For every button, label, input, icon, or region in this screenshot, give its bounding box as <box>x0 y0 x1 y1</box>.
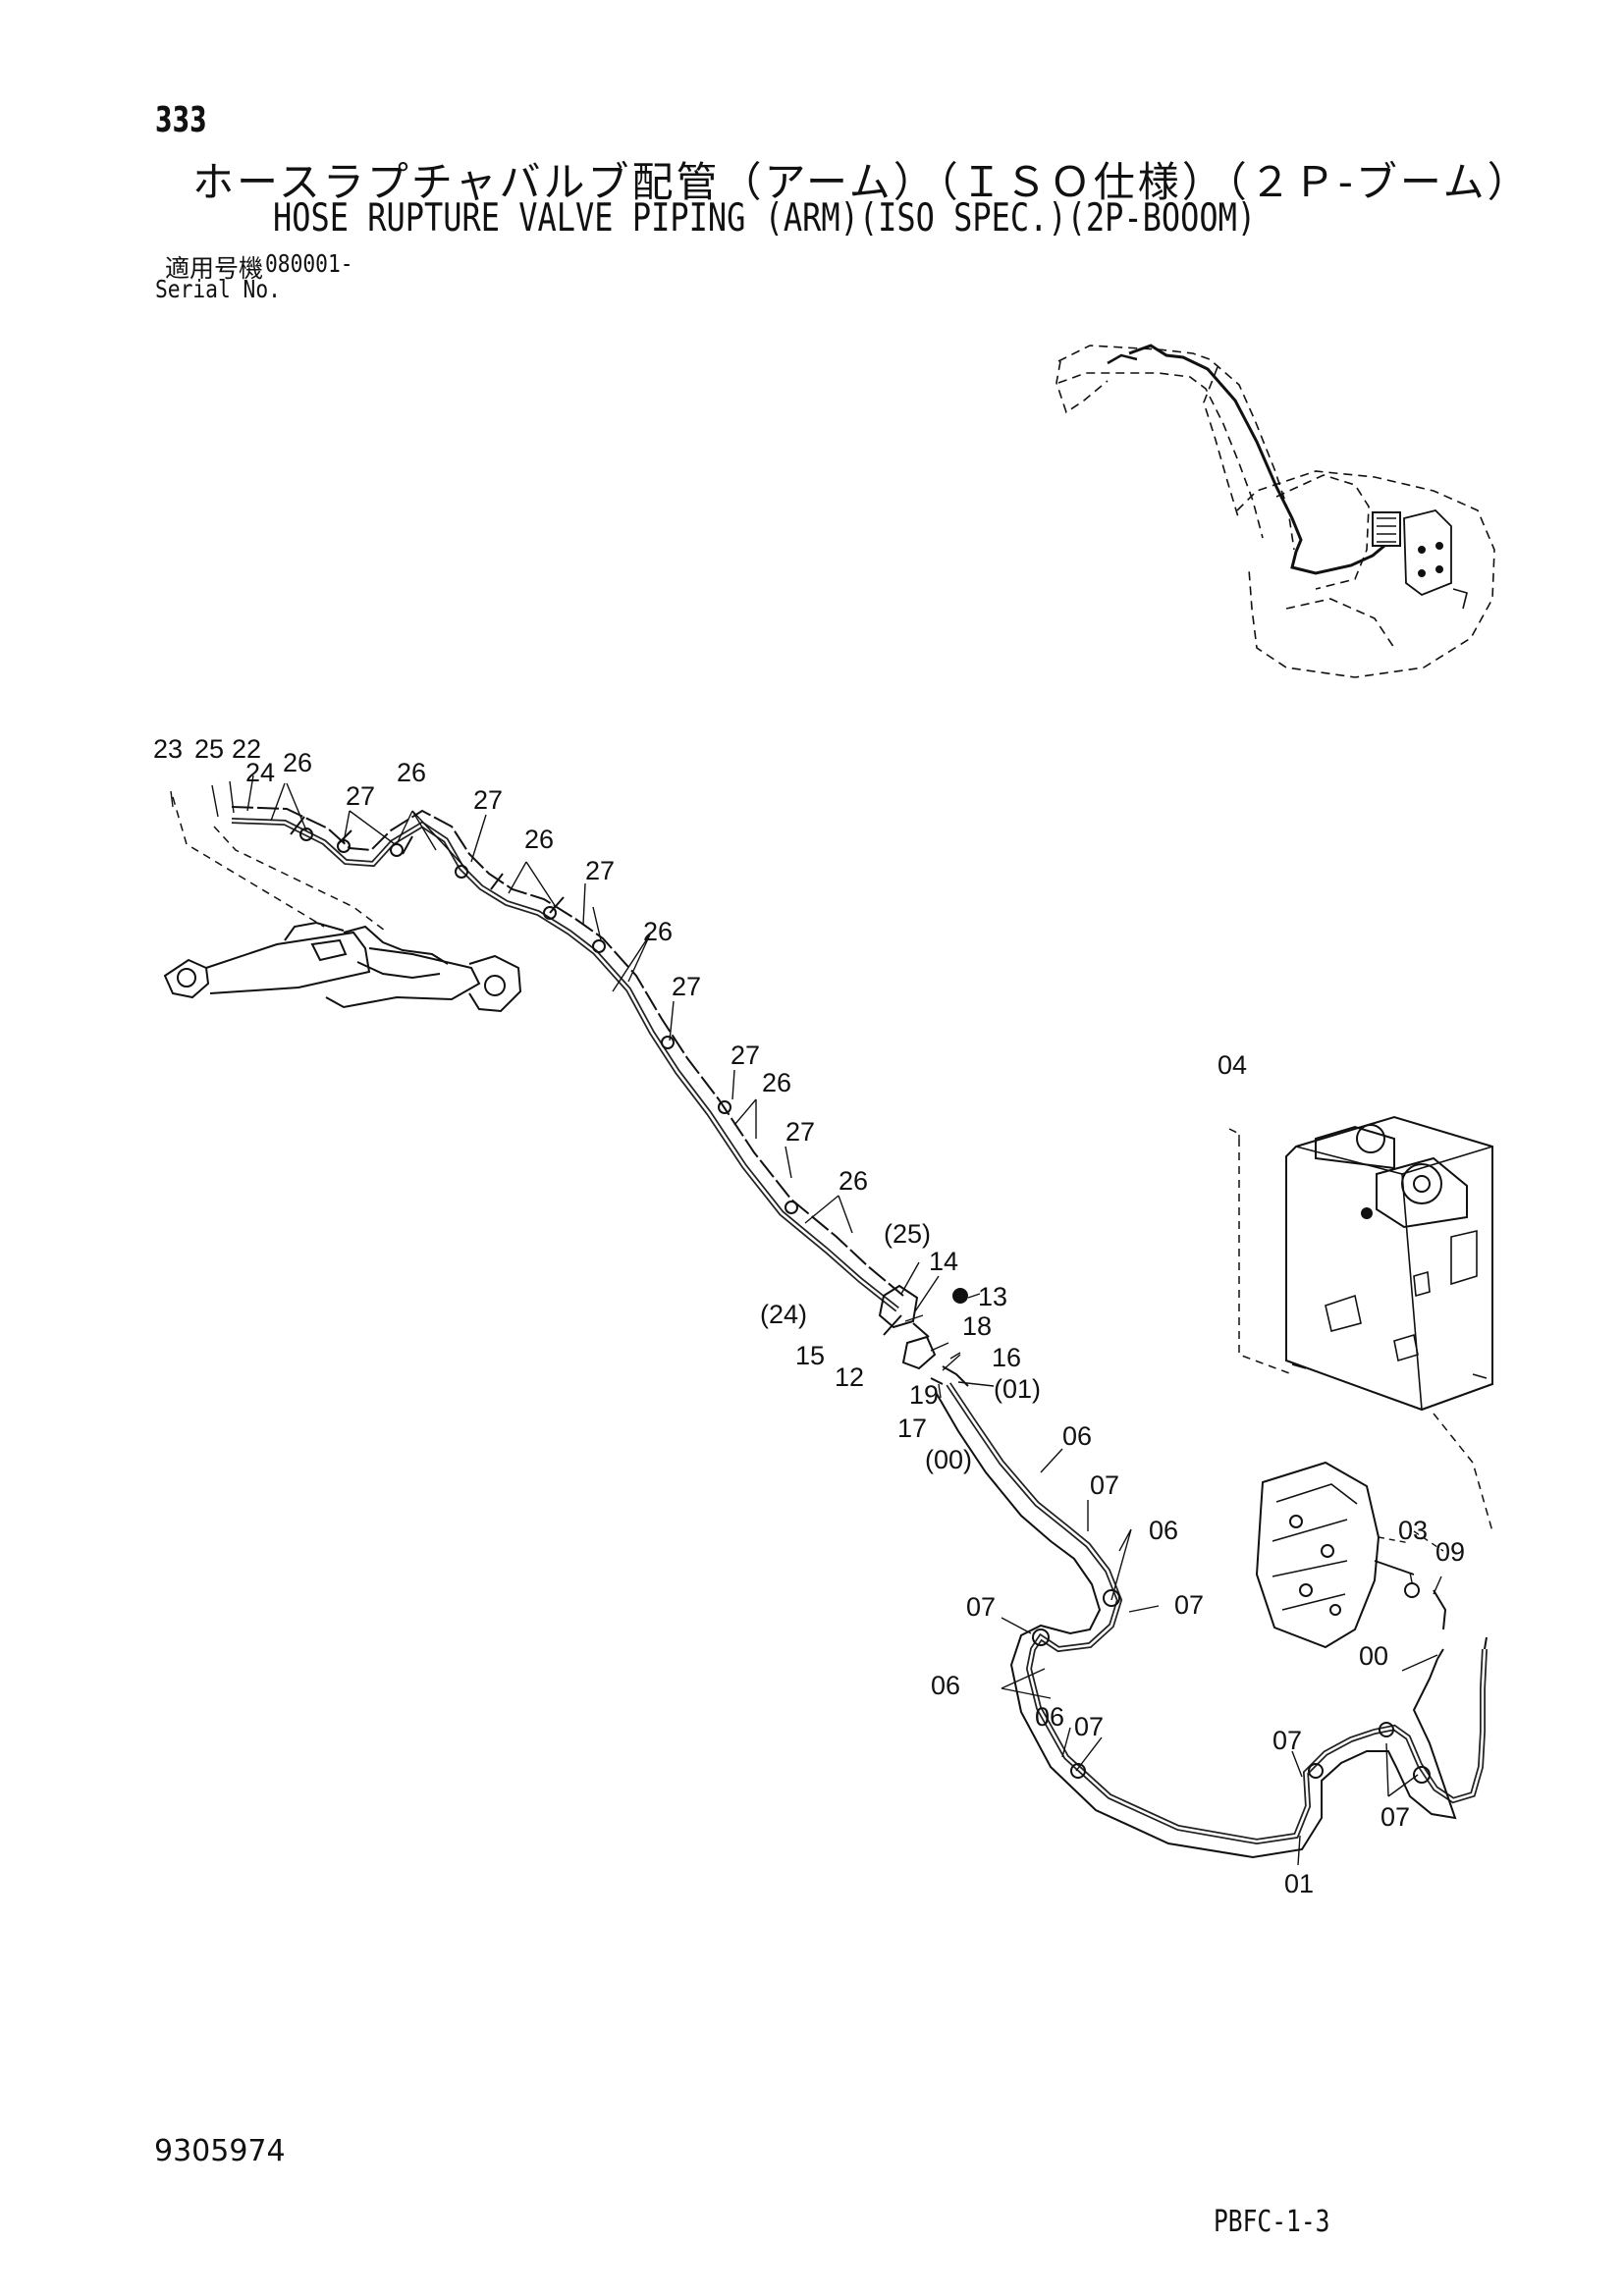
callout-label: 27 <box>731 1041 760 1070</box>
lower-hose-run <box>936 1382 1488 1859</box>
callout-label: 03 <box>1398 1516 1428 1545</box>
callout-label: 16 <box>992 1343 1021 1372</box>
callout-label: 15 <box>795 1341 825 1370</box>
callout-label: 07 <box>1074 1712 1104 1741</box>
callout-label: 00 <box>1359 1641 1388 1671</box>
callout-label: 07 <box>1090 1470 1119 1500</box>
callout-label: 19 <box>909 1380 939 1410</box>
page-title-japanese: ホースラプチャバルブ配管（アーム）（ＩＳＯ仕様）（２Ｐ-ブーム） <box>192 158 1532 206</box>
callout-label: 26 <box>762 1068 791 1097</box>
callout-label: 25 <box>194 734 224 764</box>
excavator-overview-illustration <box>1056 344 1495 678</box>
callout-label: 26 <box>397 758 426 787</box>
page-number: 333 <box>155 100 207 140</box>
callout-label: 27 <box>346 781 375 811</box>
footer-code: PBFC-1-3 <box>1214 2205 1330 2239</box>
callout-label: 07 <box>1272 1726 1302 1755</box>
valve-fittings <box>878 1284 969 1387</box>
callout-leaders <box>170 774 1442 1866</box>
hydraulic-tank-illustration <box>1228 1115 1493 1532</box>
page-title-english: HOSE RUPTURE VALVE PIPING (ARM)(ISO SPEC… <box>273 196 1257 240</box>
callout-label: 12 <box>835 1362 864 1392</box>
callout-label: 07 <box>1174 1590 1204 1620</box>
callout-label: (01) <box>994 1374 1041 1404</box>
callout-label: 06 <box>931 1671 960 1700</box>
serial-number-value: 080001- <box>265 249 353 278</box>
control-valve-illustration <box>1255 1461 1447 1649</box>
callout-label: 17 <box>897 1414 927 1443</box>
callout-label: 18 <box>962 1311 992 1341</box>
callout-label: 09 <box>1435 1537 1465 1567</box>
serial-label-japanese: 適用号機 <box>165 254 264 283</box>
callout-label: 26 <box>643 917 673 946</box>
callout-label: (25) <box>884 1219 931 1249</box>
serial-label-english: Serial No. <box>155 275 281 303</box>
hose-run <box>231 806 904 1312</box>
callout-label: 07 <box>1380 1802 1410 1832</box>
callout-label: 27 <box>473 785 503 815</box>
callout-label: 13 <box>978 1282 1007 1311</box>
callout-label: 06 <box>1062 1421 1092 1451</box>
document-number: 9305974 <box>154 2134 286 2168</box>
callout-label: 06 <box>1035 1702 1064 1732</box>
callout-label: 26 <box>524 825 554 854</box>
callout-label: 22 <box>232 734 261 764</box>
callout-label: 26 <box>839 1166 868 1196</box>
callout-label: 06 <box>1149 1516 1178 1545</box>
callout-label: (00) <box>925 1445 972 1474</box>
callout-labels: 23 25 22 24 26 27 26 27 26 27 26 27 27 2… <box>153 734 1465 1898</box>
callout-label: 23 <box>153 734 183 764</box>
callout-label: 07 <box>966 1592 996 1622</box>
callout-label: (24) <box>760 1300 807 1329</box>
arm-cylinder-illustration <box>163 921 522 1013</box>
callout-label: 27 <box>785 1117 815 1147</box>
callout-label: 14 <box>929 1247 958 1276</box>
callout-label: 24 <box>245 758 275 787</box>
callout-label: 04 <box>1218 1050 1247 1080</box>
callout-label: 27 <box>585 856 615 885</box>
callout-label: 26 <box>283 748 312 777</box>
callout-label: 27 <box>672 972 701 1001</box>
callout-label: 01 <box>1284 1869 1314 1898</box>
